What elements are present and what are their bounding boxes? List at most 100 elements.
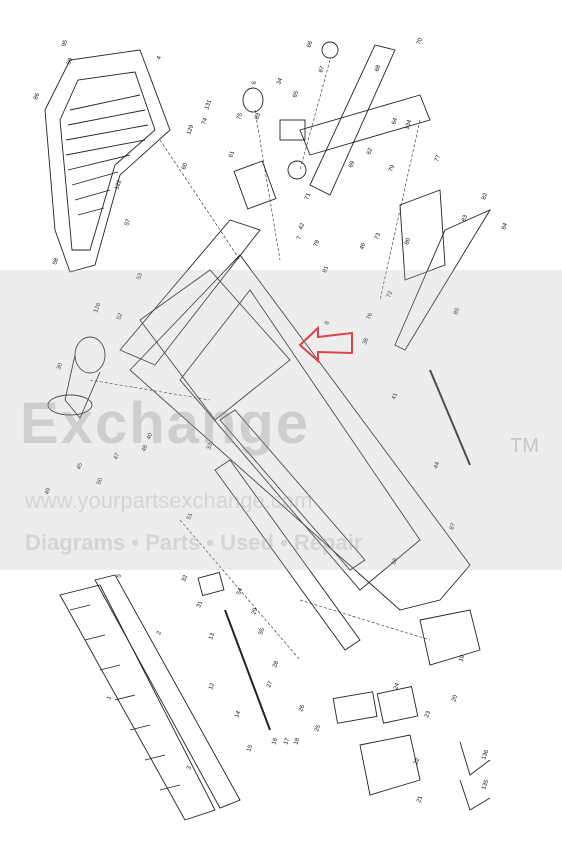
- part-label-2: 2: [156, 630, 163, 636]
- leg-136: [459, 741, 491, 776]
- deck-inner: [179, 289, 421, 591]
- motor-body: [64, 354, 101, 419]
- part-label-76: 76: [366, 312, 374, 321]
- part-label-17: 17: [283, 737, 291, 746]
- part-label-74: 74: [201, 117, 209, 126]
- part-label-51: 51: [186, 512, 194, 521]
- leg-135: [459, 779, 491, 811]
- part-label-70: 70: [416, 37, 424, 46]
- part-label-126: 126: [93, 302, 102, 314]
- part-label-34: 34: [276, 77, 284, 86]
- rear-cap-right: [419, 609, 481, 666]
- part-label-26: 26: [298, 704, 306, 713]
- center-rail: [214, 459, 361, 651]
- bracket-d: [233, 160, 277, 210]
- part-label-80: 80: [404, 237, 412, 246]
- part-label-44: 44: [433, 461, 441, 470]
- right-rail: [219, 409, 366, 571]
- part-label-60: 60: [181, 162, 189, 171]
- console-grille: [59, 71, 156, 251]
- part-label-85: 85: [453, 307, 461, 316]
- part-label-27: 27: [266, 680, 274, 689]
- incline-shaft: [394, 209, 492, 351]
- bracket-e: [279, 119, 306, 141]
- part-label-61: 61: [228, 150, 236, 159]
- part-label-69: 69: [348, 160, 356, 169]
- part-label-7: 7: [296, 235, 303, 241]
- part-label-81: 81: [322, 265, 330, 274]
- part-label-16: 16: [271, 737, 279, 746]
- part-label-73: 73: [374, 232, 382, 241]
- part-label-21: 21: [416, 795, 424, 804]
- part-label-71: 71: [304, 192, 312, 201]
- upright-crossbar: [299, 94, 431, 156]
- watermark-url: www.yourpartsexchange.com: [25, 488, 313, 513]
- part-label-14: 14: [234, 710, 242, 719]
- incline-tube: [399, 189, 446, 281]
- rail-hatching: [69, 604, 181, 791]
- part-label-31: 31: [196, 600, 204, 609]
- part-label-30: 30: [56, 362, 64, 371]
- part-label-68: 68: [374, 64, 382, 73]
- part-label-25: 25: [314, 724, 322, 733]
- highlight-arrow: [298, 325, 353, 364]
- part-label-45: 45: [76, 462, 84, 471]
- side-rail-1: [59, 584, 216, 821]
- leader-lines: [89, 59, 431, 661]
- part-label-59: 59: [66, 57, 74, 66]
- left-frame-rail: [119, 219, 261, 366]
- part-label-41: 41: [391, 392, 399, 401]
- part-label-29: 29: [251, 607, 259, 616]
- part-label-13: 13: [208, 632, 216, 641]
- part-label-83: 83: [461, 214, 469, 223]
- watermark-band: [0, 270, 562, 570]
- bracket-c: [376, 686, 419, 724]
- part-label-32: 32: [181, 574, 189, 583]
- part-label-78: 78: [313, 239, 321, 248]
- part-label-79: 79: [388, 164, 396, 173]
- roller-rod-right: [429, 369, 471, 466]
- part-label-122: 122: [114, 179, 123, 191]
- part-label-135: 135: [481, 779, 490, 791]
- rear-cap-bottom: [359, 734, 421, 796]
- part-label-40: 40: [146, 432, 154, 441]
- part-label-6: 6: [251, 80, 258, 86]
- console-frame: [44, 49, 171, 273]
- part-label-62: 62: [366, 147, 374, 156]
- part-label-86: 86: [33, 92, 41, 101]
- part-label-48: 48: [141, 444, 149, 453]
- roller-rod-left: [224, 609, 271, 731]
- pulley-small: [287, 160, 307, 180]
- bracket-b: [332, 691, 378, 724]
- part-label-19: 19: [458, 654, 466, 663]
- pulley: [321, 41, 339, 59]
- part-label-42: 42: [298, 222, 306, 231]
- part-label-5: 5: [116, 573, 123, 579]
- part-label-58: 58: [52, 257, 60, 266]
- part-label-1: 1: [106, 695, 113, 701]
- motor-cover-plate: [139, 269, 291, 421]
- part-label-50: 50: [96, 477, 104, 486]
- side-rail-2: [94, 574, 241, 809]
- coil-spring: [242, 87, 264, 113]
- part-label-66: 66: [306, 40, 314, 49]
- part-label-57: 57: [124, 218, 132, 227]
- part-label-4: 4: [156, 55, 163, 61]
- part-label-131: 131: [204, 99, 213, 111]
- part-label-136: 136: [481, 749, 490, 761]
- part-label-56: 56: [391, 557, 399, 566]
- part-label-95: 95: [61, 39, 69, 48]
- part-label-24: 24: [393, 682, 401, 691]
- part-label-134: 134: [404, 119, 413, 131]
- part-label-67: 67: [318, 65, 326, 74]
- part-label-47: 47: [113, 452, 121, 461]
- part-label-23: 23: [424, 710, 432, 719]
- part-label-129: 129: [186, 124, 195, 136]
- part-label-46: 46: [359, 242, 367, 251]
- watermark-brand: Exchange: [20, 391, 310, 456]
- part-label-77: 77: [434, 154, 442, 163]
- part-label-12: 12: [208, 682, 216, 691]
- part-label-63: 63: [254, 112, 262, 121]
- part-label-49: 49: [44, 487, 52, 496]
